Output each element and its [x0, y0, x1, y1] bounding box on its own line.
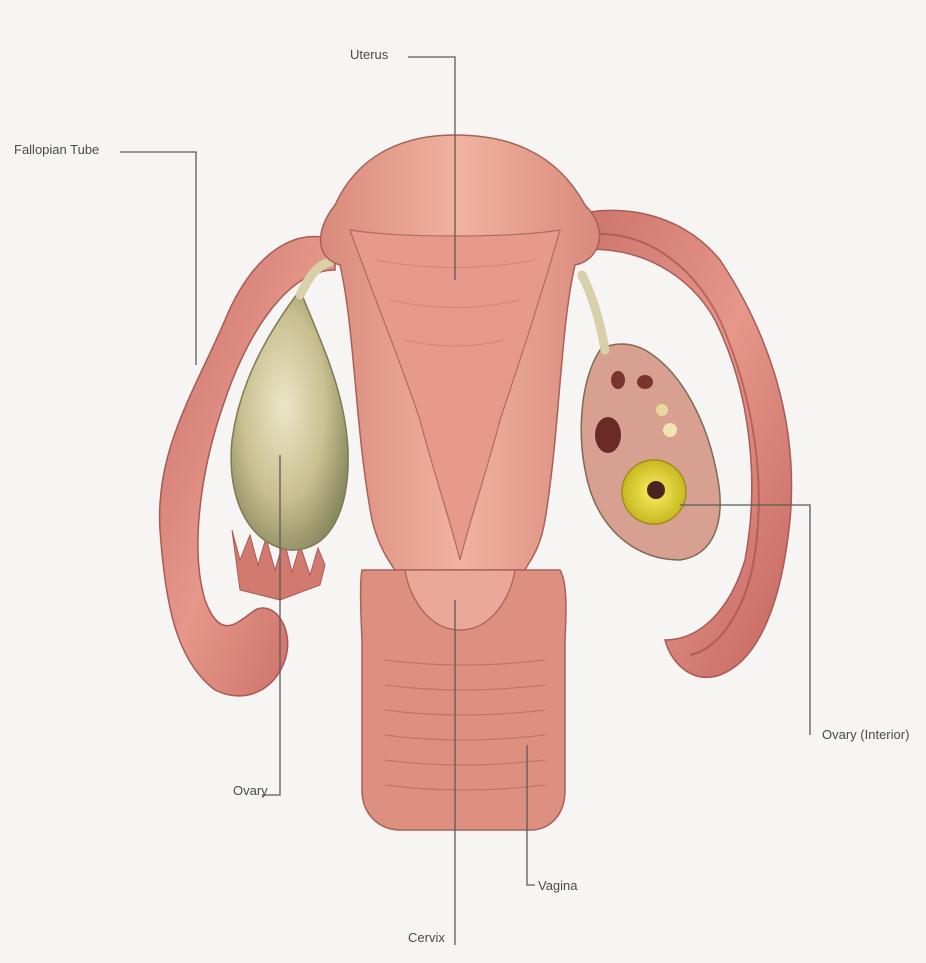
follicle-cavity: [656, 404, 668, 416]
right-ovarian-ligament: [582, 275, 605, 350]
ovary-label: Ovary: [233, 783, 268, 798]
follicle-cavity: [611, 371, 625, 389]
follicle-cavity: [637, 375, 653, 389]
uterus-label: Uterus: [350, 47, 388, 62]
cervix-label: Cervix: [408, 930, 445, 945]
vagina-label: Vagina: [538, 878, 578, 893]
right-ovary-interior: [581, 344, 720, 560]
fallopian-tube-label: Fallopian Tube: [14, 142, 99, 157]
follicle-cavity: [663, 423, 677, 437]
follicle-cavity: [595, 417, 621, 453]
corpus-luteum-center: [647, 481, 665, 499]
fallopian-tube-leader-line: [120, 152, 196, 365]
ovary-interior-label: Ovary (Interior): [822, 727, 909, 742]
